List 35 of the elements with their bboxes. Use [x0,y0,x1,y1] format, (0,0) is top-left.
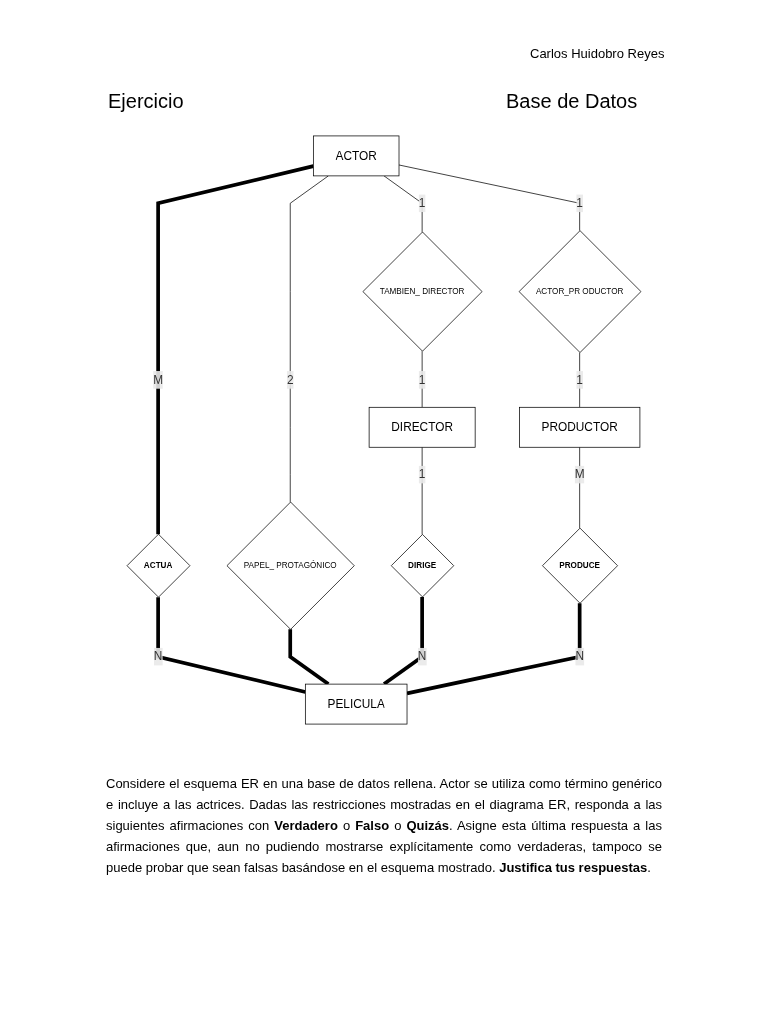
heading: Ejercicio [108,90,184,113]
caption: Considere el esquema ER en una base de datos rellena. Actor se utiliza como término genérico e incluye a las actrices. Dadas las restricciones mostradas en el diagrama ER, responda a las siguientes afirmaciones con Verdadero o Falso o Quizás. Asigne esta última respuesta a las afirmaciones que, aun no pudiendo mostrarse explícitamente como verdaderas, tampoco se puede probar que sean falsas basándose en el esquema mostrado. Justifica tus respuestas. [106,775,662,877]
node-diamond: PAPEL_ PROTAGÓNICO [226,501,355,630]
node-diamond: ACTOR_PR ODUCTOR [518,230,642,353]
connector [406,603,582,696]
node-box: PRODUCTOR [519,406,641,448]
edge-label: 1 [576,196,583,210]
connector [579,446,581,529]
connector [288,629,330,686]
connector [156,597,306,694]
node-box: PELICULA [305,683,408,725]
connector [156,164,314,535]
edge-label: N [153,650,163,663]
edge-label: M [153,373,164,386]
connector [398,164,581,232]
node-diamond: PRODUCE [542,527,618,604]
node-box: ACTOR [313,135,400,177]
author-name: Carlos Huidobro Reyes [530,46,665,61]
edge-label: 1 [418,196,426,210]
connector [383,175,423,233]
node-diamond: ACTUA [126,533,191,598]
connector [382,596,424,686]
node-diamond: TAMBIEN_ DIRECTOR [362,231,483,352]
edge-label: 1 [418,467,426,481]
edge-label: 1 [418,373,426,386]
edge-label: M [574,467,585,481]
connector [289,175,329,503]
edge-label: 2 [286,373,294,386]
connector [421,446,423,535]
node-box: DIRECTOR [368,406,476,448]
node-diamond: DIRIGE [390,534,455,598]
heading: Base de Datos [506,90,638,113]
edge-label: 1 [576,373,583,386]
edge-label: N [575,650,584,663]
edge-label: N [417,650,427,663]
